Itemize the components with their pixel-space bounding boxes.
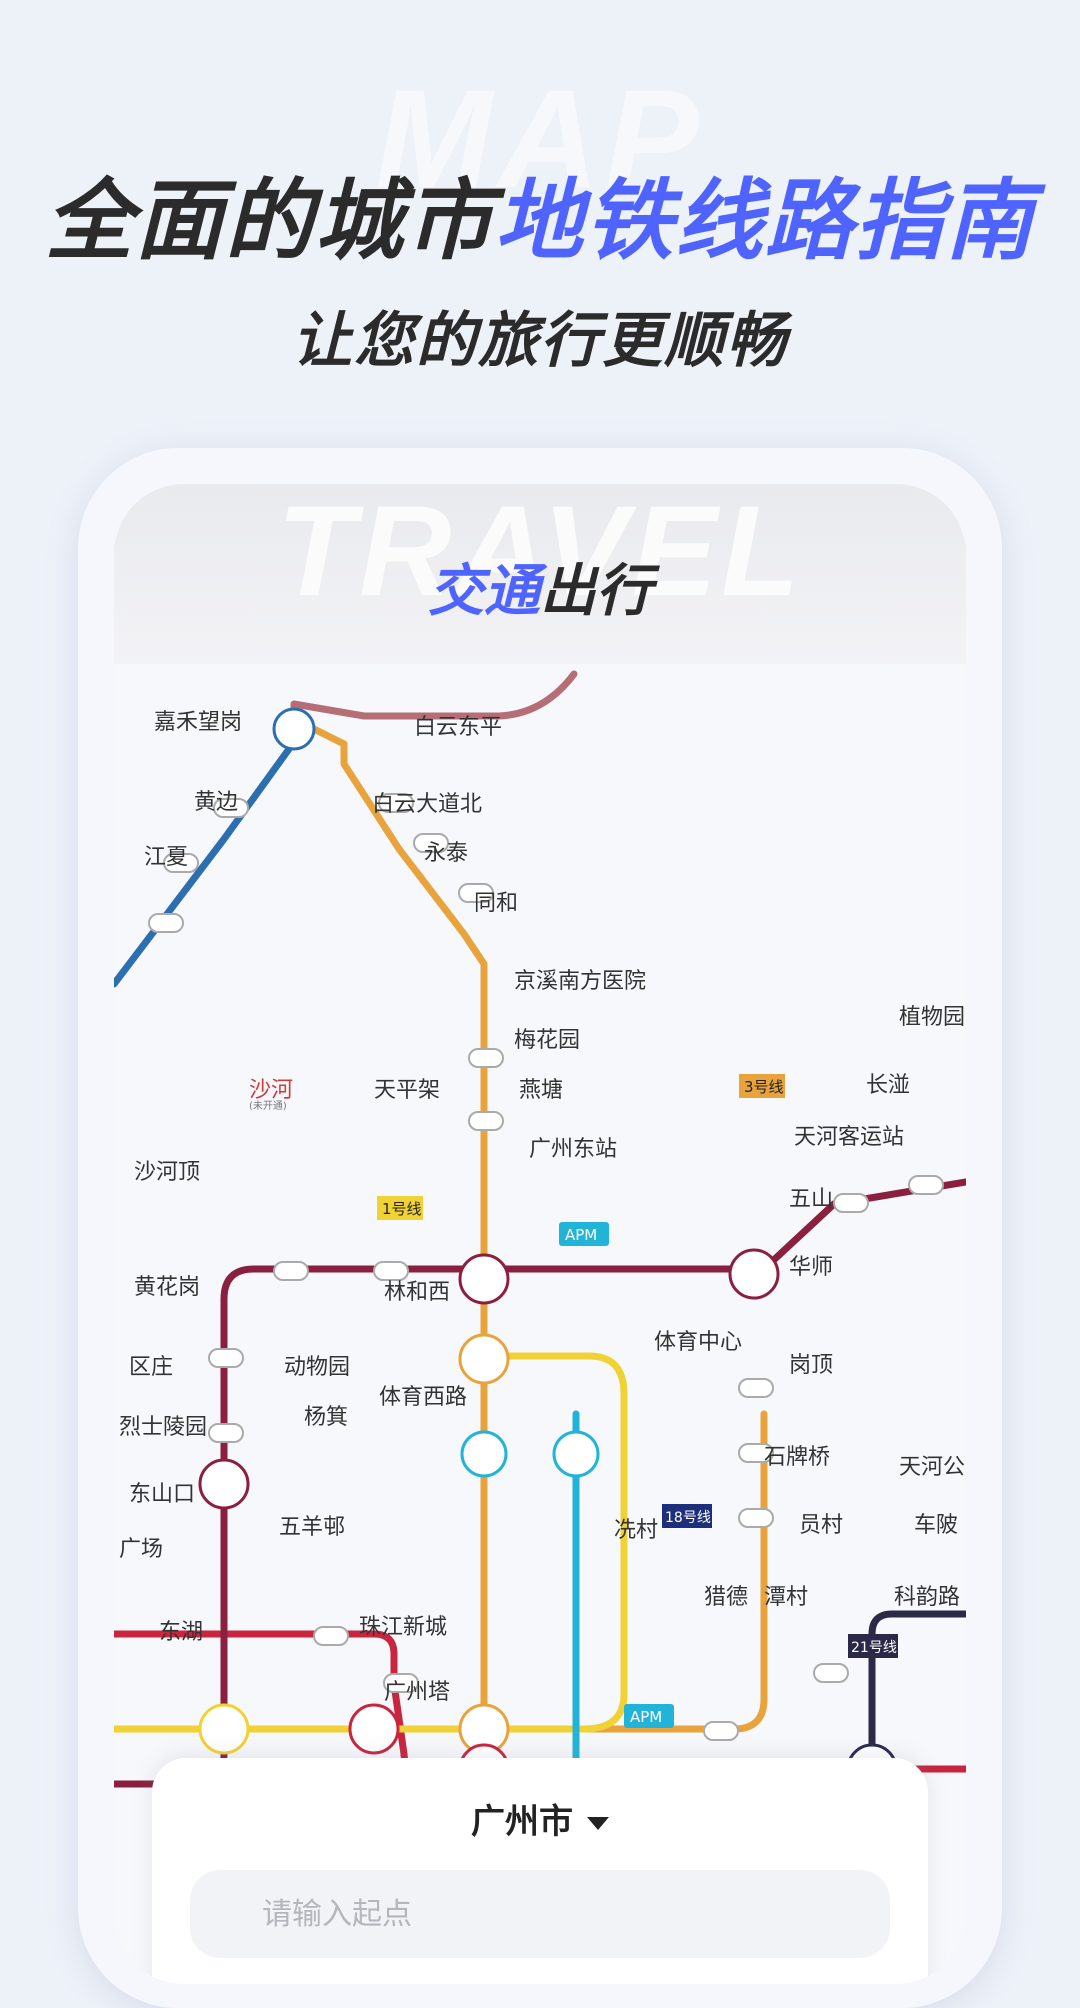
station-name: 长湴 — [866, 1073, 910, 1098]
station-name: 五羊邨 — [279, 1515, 345, 1540]
station-name: 五山 — [789, 1187, 833, 1212]
station-name: 天平架 — [374, 1078, 440, 1103]
city-selector[interactable]: 广州市 — [152, 1794, 928, 1843]
screen-title-rest: 出行 — [540, 559, 652, 624]
station-name: 车陂 — [914, 1513, 958, 1538]
metro-map[interactable]: 嘉禾望岗 白云东平 黄边 白云大道北 江夏 永泰 同和 京溪南方医院 梅花园 植… — [114, 634, 966, 1984]
station-name: 潭村 — [764, 1585, 808, 1610]
station-name: 嘉禾望岗 — [154, 710, 242, 735]
station-name: 动物园 — [284, 1355, 350, 1380]
station-name: 天河公园 — [899, 1455, 966, 1480]
station-name: 杨箕 — [304, 1405, 348, 1430]
line-tag-1: 1号线 — [382, 1200, 422, 1218]
station-name: 烈士陵园 — [119, 1415, 207, 1440]
station-name: 东湖 — [159, 1620, 203, 1645]
station-name: 石牌桥 — [764, 1445, 830, 1470]
station-name: 江夏 — [144, 845, 188, 870]
station-name: 天河客运站 — [794, 1125, 904, 1150]
station-name: 沙河顶 — [134, 1160, 200, 1185]
station-name: 梅花园 — [514, 1028, 580, 1053]
station-labels: 嘉禾望岗 白云东平 黄边 白云大道北 江夏 永泰 同和 京溪南方医院 梅花园 植… — [119, 710, 966, 1705]
station-name: 沙河 — [249, 1078, 293, 1103]
start-point-input[interactable] — [190, 1870, 890, 1958]
station-name: 区庄 — [129, 1355, 173, 1380]
station-name: 燕塘 — [519, 1078, 563, 1103]
screen-header: TRAVEL — [114, 484, 966, 664]
screen-watermark: TRAVEL — [276, 484, 804, 623]
station-name: 广州东站 — [529, 1137, 617, 1162]
headline-highlight: 地铁线路指南 — [495, 169, 1036, 272]
promo-subheadline: 让您的旅行更顺畅 — [292, 306, 788, 376]
station-name: 科韵路 — [894, 1585, 960, 1610]
station-name: 同和 — [474, 891, 518, 916]
route-search-panel: 广州市 — [152, 1758, 928, 1984]
line-6 — [220, 1178, 966, 1473]
station-name: 林和西 — [384, 1280, 450, 1305]
station-badges — [148, 793, 944, 1796]
line-3-north — [300, 720, 488, 1763]
line-14 — [290, 670, 578, 723]
screen-title: 交通出行 — [114, 546, 966, 627]
screen-title-highlight: 交通 — [428, 559, 540, 624]
station-name: 珠江新城 — [359, 1615, 447, 1640]
line-tag-apm: APM — [565, 1226, 597, 1244]
station-name: 冼村 — [614, 1518, 658, 1543]
line-tag-21: 21号线 — [851, 1640, 897, 1656]
station-name: 东山口 — [129, 1482, 195, 1507]
station-name: 广州塔 — [384, 1680, 450, 1705]
background-watermark: MAP — [375, 60, 705, 217]
station-name: 永泰 — [424, 841, 468, 866]
station-name: 白云大道北 — [372, 792, 482, 817]
city-name: 广州市 — [471, 1802, 573, 1842]
line-21 — [868, 1610, 966, 1778]
station-name: 华师 — [789, 1255, 833, 1280]
station-name: 猎德 — [704, 1585, 748, 1610]
station-name: 京溪南方医院 — [514, 969, 646, 994]
line-tag-apm-south: APM — [630, 1708, 662, 1726]
line-tags: 1号线 3号线 APM 18号线 21号线 APM — [377, 1074, 898, 1728]
station-name: 体育西路 — [379, 1385, 467, 1410]
station-name: 岗顶 — [789, 1353, 833, 1378]
station-name: 白云东平 — [414, 715, 502, 740]
station-subtitle: (未开通) — [249, 1100, 287, 1112]
station-name: 植物园 — [899, 1005, 965, 1030]
station-name: 黄花岗 — [134, 1275, 200, 1300]
station-name: 广场 — [119, 1537, 163, 1562]
line-tag-3: 3号线 — [744, 1078, 784, 1096]
phone-screen: TRAVEL — [114, 484, 966, 1984]
promo-headline: 全面的城市地铁线路指南 — [0, 150, 1080, 277]
line-2 — [114, 745, 293, 988]
station-name: 员村 — [799, 1513, 843, 1538]
line-5 — [114, 1630, 966, 1773]
station-name: 黄边 — [194, 790, 238, 815]
caret-down-icon — [587, 1817, 609, 1830]
headline-dark-part: 全面的城市 — [44, 169, 495, 272]
line-tag-18: 18号线 — [665, 1510, 711, 1526]
line-1 — [114, 1352, 628, 1733]
station-name: 体育中心 — [654, 1330, 742, 1355]
